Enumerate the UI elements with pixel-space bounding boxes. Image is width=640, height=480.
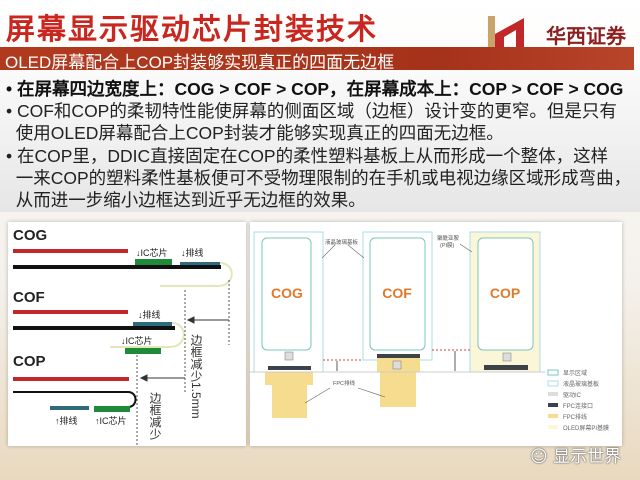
cof-flex-curve xyxy=(110,322,185,348)
cop-cable xyxy=(50,406,89,410)
cof-fpc-connector xyxy=(377,354,420,358)
page-title: 屏幕显示驱动芯片封装技术 xyxy=(6,12,379,46)
cog-label: COG xyxy=(13,227,47,244)
cof-ic-text: ↓IC芯片 xyxy=(121,335,153,346)
bullet-1: • 在屏幕四边宽度上：COG > COF > COP，在屏幕成本上：COP > … xyxy=(6,79,624,99)
bullet-3: • 在COP里，DDIC直接固定在COP的柔性塑料基板上从而形成一个整体，这样 xyxy=(6,146,609,166)
cop-text: COP xyxy=(490,285,520,301)
cof-label: COF xyxy=(13,289,45,306)
cof-text: COF xyxy=(382,285,412,301)
legend-glass: 液晶玻璃基板 xyxy=(563,380,599,388)
cog-ic-chip xyxy=(135,259,172,265)
cog-glass-bar xyxy=(13,265,221,269)
cog-cable-text: ↓排线 xyxy=(181,247,204,258)
bullet-3-cont2: 从而进一步缩小边框达到近乎无边框的效果。 xyxy=(6,190,366,210)
legend-pi: OLED屏幕PI基膜 xyxy=(563,424,609,432)
bullet-3-cont: 一来COP的塑料柔性基板便可不受物理限制的在手机或电视边缘区域形成弯曲， xyxy=(6,168,632,188)
wechat-icon: ☺ xyxy=(530,447,554,467)
side-view-diagram: COG COF COP ↓IC芯片 ↓排线 ↓排线 ↓IC芯片 ↑排线 ↑IC芯… xyxy=(8,222,246,446)
logo-text: 华西证券 xyxy=(546,24,626,48)
cog-display xyxy=(261,237,312,351)
subtitle: OLED屏幕配合上COP封装够实现真正的四面无边框 xyxy=(5,53,395,72)
legend-connector: FPC连接口 xyxy=(563,402,593,410)
legend-fpc: FPC排线 xyxy=(563,413,587,421)
cop-fpc-connector xyxy=(484,365,528,370)
front-view-diagram: COG COF COP 液晶玻璃基板 聚酰亚胺 (PI膜) FPC排线 显示区域… xyxy=(250,222,622,446)
cof-ic-chip xyxy=(125,348,161,354)
cof-glass-bar xyxy=(13,326,175,330)
bullet-list: • 在屏幕四边宽度上：COG > COF > COP，在屏幕成本上：COP > … xyxy=(0,72,640,212)
cog-fpc xyxy=(265,372,313,418)
watermark-text: 显示世界 xyxy=(553,447,622,467)
cof-ic xyxy=(392,360,402,370)
cop-display xyxy=(477,237,534,351)
pi-callout-2: (PI膜) xyxy=(440,241,455,249)
reduce-1-text: 边框减少1.5mm xyxy=(189,334,203,419)
cof-fpc xyxy=(377,358,420,407)
cog-ic-text: ↓IC芯片 xyxy=(136,247,168,258)
cog-panel-bar xyxy=(13,249,128,253)
cof-panel-bar xyxy=(13,310,128,314)
cop-ic-chip xyxy=(94,406,130,412)
cog-cable xyxy=(180,262,220,265)
cop-flex-substrate xyxy=(13,391,137,408)
fpc-callout: FPC排线 xyxy=(333,379,356,387)
cog-ic xyxy=(284,351,294,361)
legend-display: 显示区域 xyxy=(563,369,587,377)
subtitle-banner: OLED屏幕配合上COP封装够实现真正的四面无边框 xyxy=(0,47,634,72)
cop-ic xyxy=(502,352,512,362)
cog-fpc-connector xyxy=(268,366,311,370)
cop-label: COP xyxy=(13,353,46,370)
legend-ic: 驱动IC xyxy=(563,392,582,399)
cof-cable-text: ↓排线 xyxy=(138,309,161,320)
glass-callout: 液晶玻璃基板 xyxy=(325,238,359,246)
pi-callout: 聚酰亚胺 xyxy=(437,234,460,242)
cop-cable-text: ↑排线 xyxy=(55,415,78,426)
cop-panel-bar xyxy=(13,377,129,381)
cof-cable xyxy=(133,322,172,326)
cop-ic-text: ↑IC芯片 xyxy=(95,415,127,426)
watermark: ☺ 显示世界 xyxy=(530,442,621,467)
cog-flex-curve xyxy=(160,262,233,287)
cog-text: COG xyxy=(271,285,303,301)
reduce-2-text: 边框减少 xyxy=(148,392,162,440)
bullet-2: • COF和COP的柔韧特性能使屏幕的侧面区域（边框）设计变的更窄。但是只有 xyxy=(6,101,617,121)
company-logo xyxy=(488,16,524,48)
bullet-2-cont: 使用OLED屏幕配合上COP封装才能够实现真正的四面无边框。 xyxy=(6,123,504,143)
legend: 显示区域 液晶玻璃基板 驱动IC FPC连接口 FPC排线 OLED屏幕PI基膜 xyxy=(547,369,609,432)
cof-display xyxy=(369,237,426,351)
